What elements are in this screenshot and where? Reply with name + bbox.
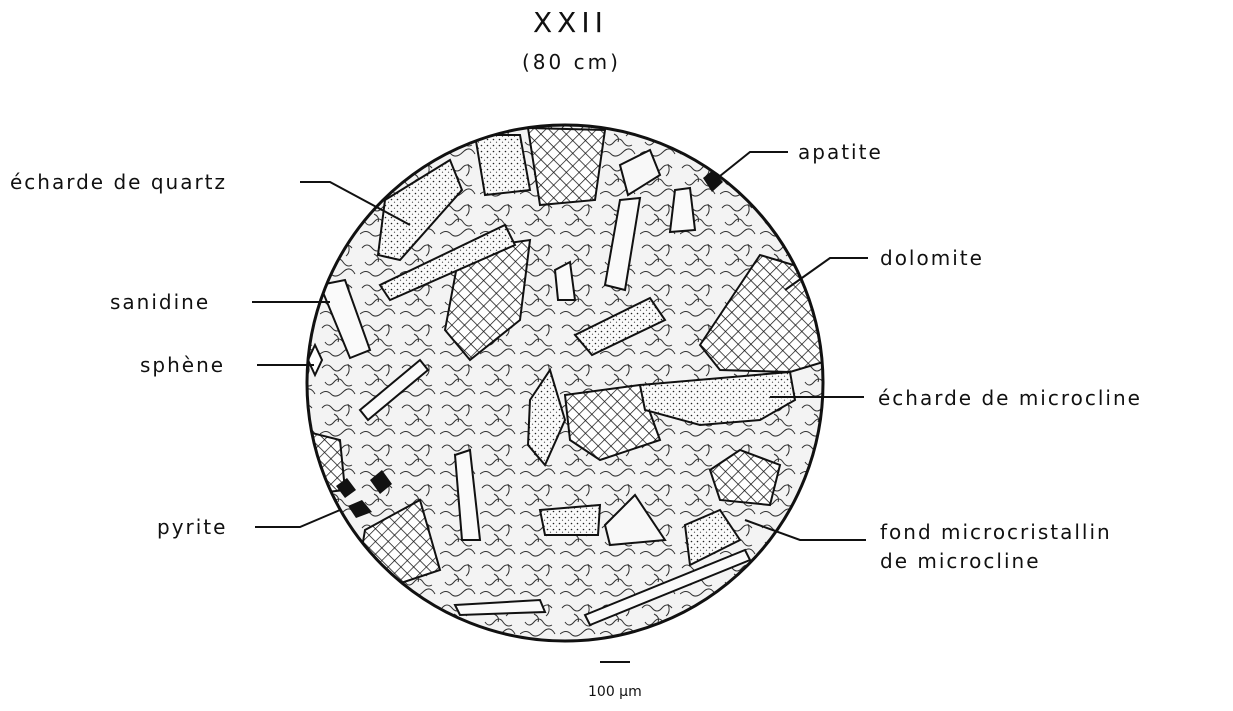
label-sanidine: sanidine <box>110 290 210 314</box>
label-pyrite: pyrite <box>157 515 227 539</box>
label-echarde-de-microcline: écharde de microcline <box>878 386 1142 410</box>
dolomite-grain <box>528 128 605 205</box>
mineral-grain <box>475 135 530 195</box>
leader-apatite <box>715 152 788 180</box>
sanidine-lath <box>670 188 695 232</box>
label-de-microcline: de microcline <box>880 549 1041 573</box>
thin-section-circle <box>300 125 830 641</box>
scale-bar-label: 100 µm <box>588 684 642 700</box>
label-dolomite: dolomite <box>880 246 984 270</box>
label-echarde-de-quartz: écharde de quartz <box>10 170 227 194</box>
mineral-grain <box>540 505 600 535</box>
label-sphene: sphène <box>140 353 225 377</box>
label-apatite: apatite <box>798 140 883 164</box>
label-fond-microcristallin: fond microcristallin <box>880 520 1112 544</box>
leader-pyrite <box>255 510 340 527</box>
